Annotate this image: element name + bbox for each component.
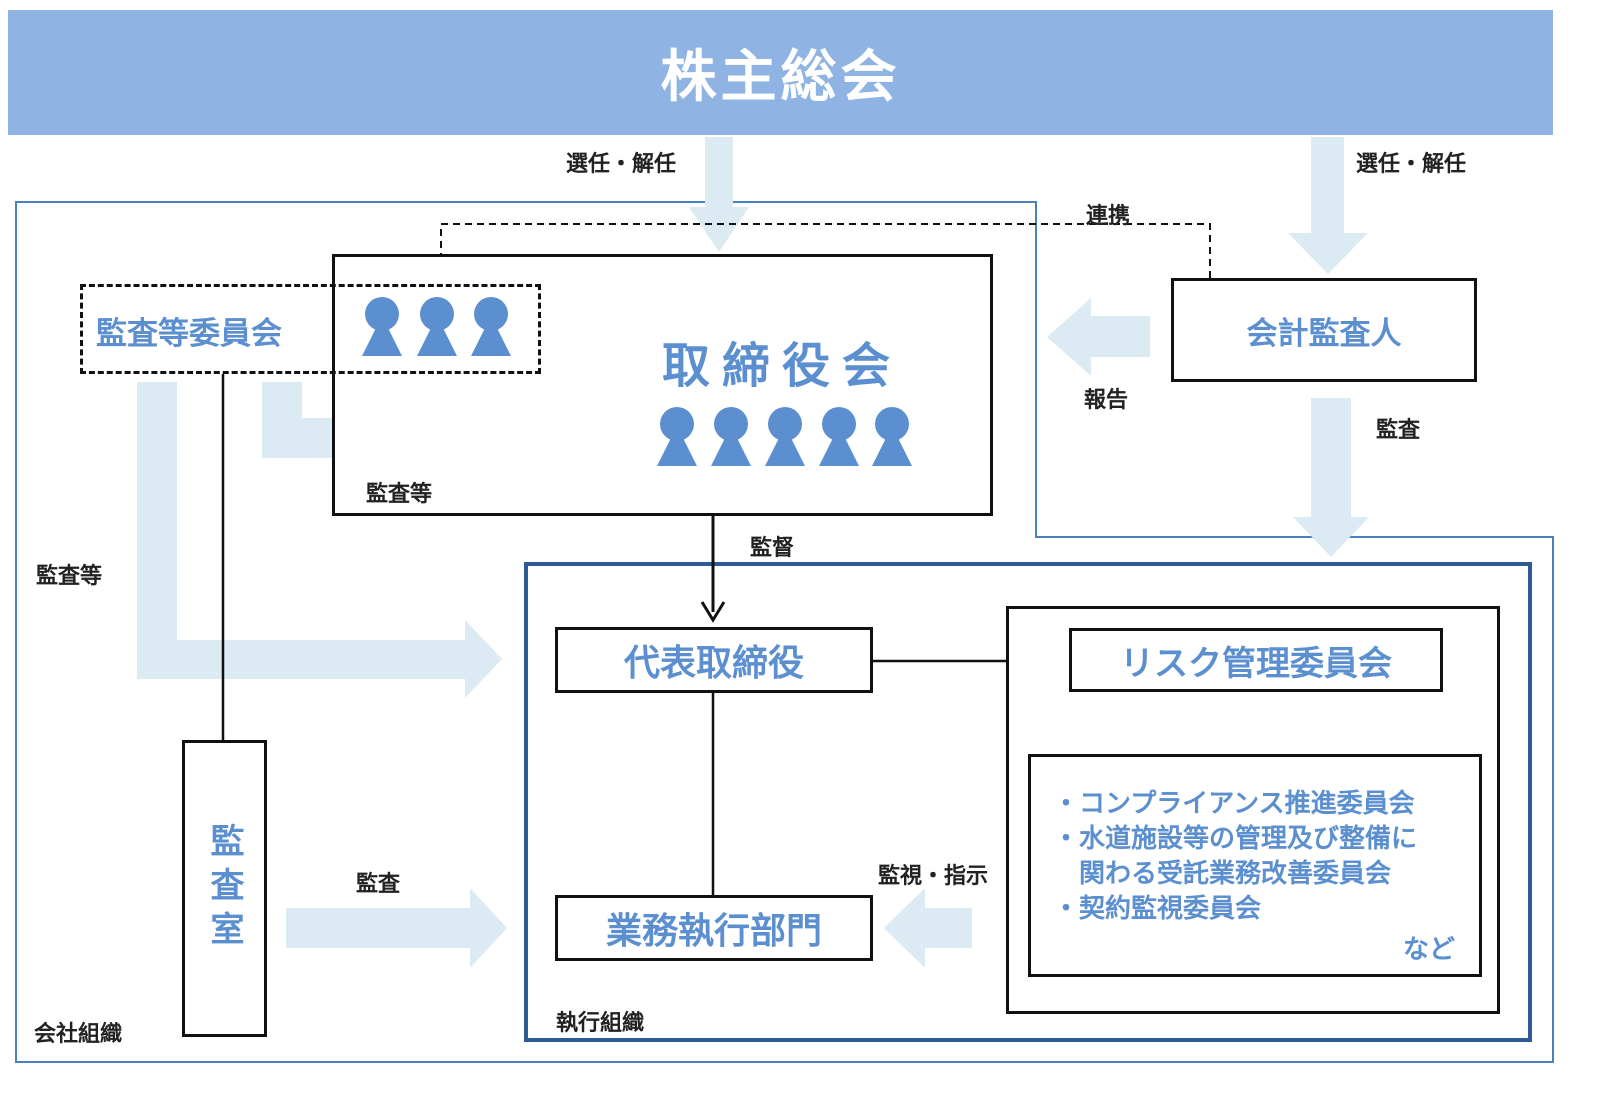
board-members-icons <box>657 407 912 466</box>
appoint-arrow-right <box>1288 137 1368 274</box>
audit-label-right: 監査 <box>1376 418 1421 443</box>
committee-item: ・水道施設等の管理及び整備に <box>1053 824 1418 854</box>
board-box <box>332 254 993 516</box>
committee-members-icons <box>362 297 511 356</box>
exec-org-label: 執行組織 <box>556 1011 645 1036</box>
audit-committee-to-exec-arrow <box>137 382 502 698</box>
audit-office-box: 監査室 <box>182 740 267 1037</box>
report-label: 報告 <box>1084 388 1129 413</box>
risk-committee-box: リスク管理委員会 <box>1069 628 1443 692</box>
audit-committee-box <box>80 284 541 374</box>
company-org-frame <box>15 201 1554 1063</box>
appoint-label-right: 選任・解任 <box>1356 152 1467 177</box>
report-arrow <box>1047 298 1150 376</box>
supervision-label: 監督 <box>750 536 795 561</box>
appoint-label-left: 選任・解任 <box>566 152 677 177</box>
exec-org-frame <box>524 562 1532 1042</box>
representative-director-box: 代表取締役 <box>555 627 873 693</box>
person-icon <box>711 407 751 466</box>
committees-etc: など <box>1402 935 1455 965</box>
accounting-auditor-box: 会計監査人 <box>1171 278 1477 382</box>
coordination-label: 連携 <box>1086 204 1131 229</box>
committee-item: 関わる受託業務改善委員会 <box>1053 859 1392 889</box>
accounting-audit-arrow <box>1293 398 1369 557</box>
appoint-arrow-left <box>689 137 749 252</box>
board-title: 取締役会 <box>662 338 903 394</box>
person-icon <box>362 297 402 356</box>
audit-etc-board-label: 監査等 <box>366 482 433 507</box>
committees-list-box: ・コンプライアンス推進委員会 ・水道施設等の管理及び整備に 関わる受託業務改善委… <box>1028 754 1482 977</box>
person-icon <box>471 297 511 356</box>
monitor-instruct-label: 監視・指示 <box>878 864 989 889</box>
header-title: 株主総会 <box>660 45 901 110</box>
shareholders-meeting-header: 株主総会 <box>8 10 1553 135</box>
committee-item: ・コンプライアンス推進委員会 <box>1053 789 1415 819</box>
company-org-label: 会社組織 <box>34 1022 123 1047</box>
business-execution-box: 業務執行部門 <box>555 895 873 961</box>
audit-office-arrow <box>286 888 507 968</box>
person-icon <box>819 407 859 466</box>
risk-committee-label: リスク管理委員会 <box>1120 643 1392 684</box>
audit-committee-label: 監査等委員会 <box>96 316 282 352</box>
business-execution-label: 業務執行部門 <box>605 911 822 952</box>
audit-office-label: 監査室 <box>204 822 244 955</box>
supervision-arrowhead <box>700 601 726 623</box>
accounting-auditor-label: 会計監査人 <box>1246 315 1402 352</box>
audit-etc-left-label: 監査等 <box>36 564 103 589</box>
representative-director-label: 代表取締役 <box>623 643 804 684</box>
person-icon <box>657 407 697 466</box>
person-icon <box>872 407 912 466</box>
person-icon <box>417 297 457 356</box>
committee-item: ・契約監視委員会 <box>1053 894 1262 924</box>
person-icon <box>765 407 805 466</box>
audit-office-arrow-label: 監査 <box>356 872 401 897</box>
monitor-arrow <box>884 888 972 968</box>
